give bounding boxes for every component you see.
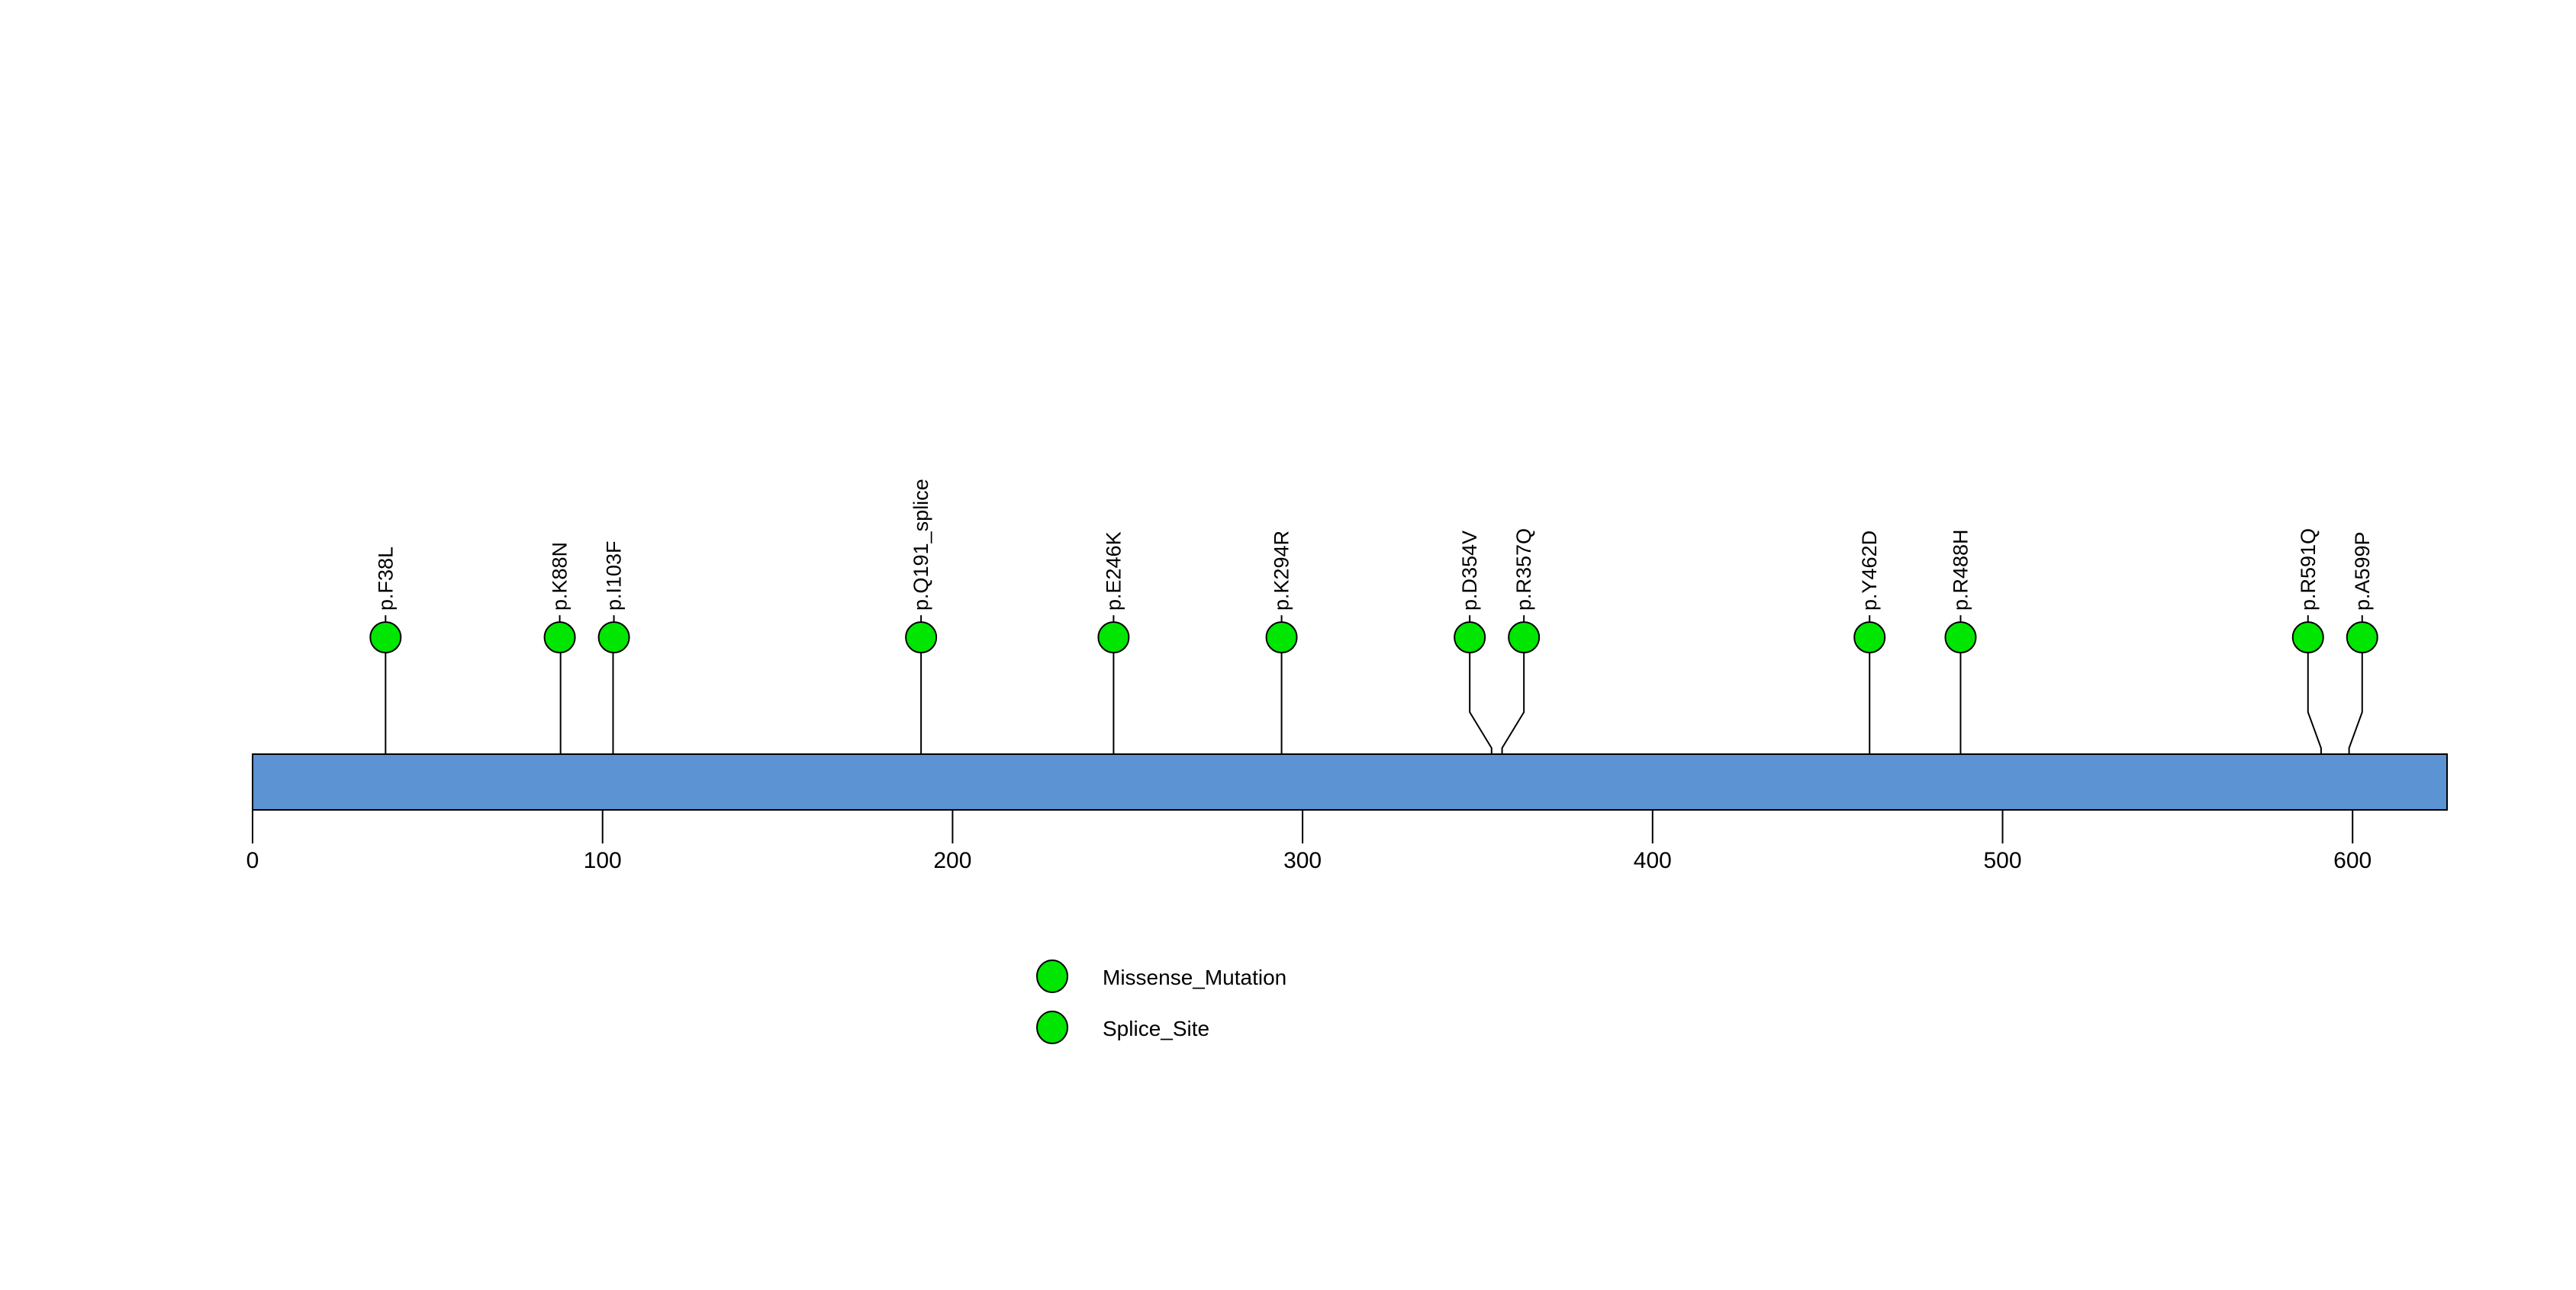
lollipop-marker[interactable] bbox=[1944, 621, 1977, 653]
axis-tick-label: 0 bbox=[246, 848, 259, 873]
protein-bar-group bbox=[252, 753, 2449, 811]
axis-tick-label: 500 bbox=[1983, 848, 2021, 873]
axis-tick-label: 600 bbox=[2333, 848, 2372, 873]
lollipop-labels-group: p.F38L p.K88N p.I103F p.Q191_splice p.E246K p… bbox=[374, 479, 2373, 611]
lollipop-label: p.R357Q bbox=[1512, 528, 1535, 611]
lollipop-label: p.R488H bbox=[1949, 529, 1972, 611]
lollipop-marker[interactable] bbox=[2291, 621, 2324, 653]
axis-tick-label: 300 bbox=[1283, 848, 1322, 873]
axis-tick-label: 200 bbox=[933, 848, 971, 873]
lollipop-label: p.Y462D bbox=[1858, 531, 1881, 611]
lollipop-label: p.D354V bbox=[1458, 531, 1481, 611]
lollipop-marker[interactable] bbox=[1853, 621, 1886, 653]
lollipop-marker[interactable] bbox=[543, 621, 576, 653]
lollipop-label: p.E246K bbox=[1102, 531, 1125, 611]
lollipop-label: p.I103F bbox=[603, 540, 626, 611]
protein-backbone-bar bbox=[252, 753, 2449, 811]
axis-tick-label: 400 bbox=[1634, 848, 1672, 873]
lollipop-marker[interactable] bbox=[1508, 621, 1541, 653]
lollipop-label: p.K88N bbox=[549, 542, 572, 611]
lollipop-markers-group bbox=[369, 615, 2378, 653]
lollipop-label: p.R591Q bbox=[2297, 528, 2320, 611]
lollipop-label: p.F38L bbox=[374, 547, 397, 611]
lollipop-marker[interactable] bbox=[369, 621, 402, 653]
lollipop-marker[interactable] bbox=[2346, 621, 2378, 653]
axis-tick-label: 100 bbox=[584, 848, 622, 873]
legend-label: Splice_Site bbox=[1103, 1017, 1209, 1040]
axis-ticks-group: 0 100 200 300 400 500 600 bbox=[246, 810, 2372, 873]
legend-marker bbox=[1036, 1011, 1068, 1044]
lollipop-marker[interactable] bbox=[1097, 621, 1130, 653]
lollipop-marker[interactable] bbox=[1265, 621, 1298, 653]
lollipop-marker[interactable] bbox=[597, 621, 630, 653]
lollipop-label: p.A599P bbox=[2351, 531, 2374, 611]
lollipop-marker[interactable] bbox=[1454, 621, 1486, 653]
lollipop-label: p.Q191_splice bbox=[910, 479, 932, 611]
legend-marker bbox=[1036, 959, 1068, 993]
legend-label: Missense_Mutation bbox=[1103, 966, 1286, 989]
lollipop-marker[interactable] bbox=[905, 621, 938, 653]
lollipop-label: p.K294R bbox=[1270, 531, 1293, 611]
